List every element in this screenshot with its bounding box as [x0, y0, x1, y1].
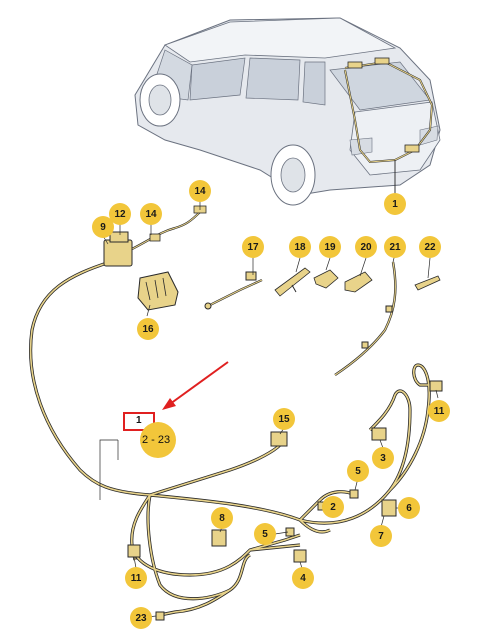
callout-12: 12: [109, 203, 131, 225]
callout-16: 16: [137, 318, 159, 340]
callout-9: 9: [92, 216, 114, 238]
callout-23: 23: [130, 607, 152, 629]
callout-7: 7: [370, 525, 392, 547]
callout-5-right: 5: [347, 460, 369, 482]
callout-17: 17: [242, 236, 264, 258]
callout-3: 3: [372, 447, 394, 469]
callout-14-top: 14: [189, 180, 211, 202]
callout-11-right: 11: [428, 400, 450, 422]
highlight-annotation: [123, 361, 229, 431]
callout-11-left: 11: [125, 567, 147, 589]
callout-1-vehicle: 1: [384, 193, 406, 215]
callout-6: 6: [398, 497, 420, 519]
callout-range-label: 2 - 23: [142, 434, 171, 446]
callout-2: 2: [322, 496, 344, 518]
callout-20: 20: [355, 236, 377, 258]
callout-4: 4: [292, 567, 314, 589]
callout-5-left: 5: [254, 523, 276, 545]
vehicle-illustration: [134, 17, 441, 206]
callout-1-main-harness: [140, 422, 176, 458]
callout-14-lower: 14: [140, 203, 162, 225]
callout-18: 18: [289, 236, 311, 258]
callout-19: 19: [319, 236, 341, 258]
callout-8: 8: [211, 507, 233, 529]
separate-parts: [204, 261, 441, 376]
callout-1-label: 1: [136, 415, 142, 426]
main-harness: [29, 211, 432, 617]
callout-15: 15: [273, 408, 295, 430]
callout-22: 22: [419, 236, 441, 258]
callout-21: 21: [384, 236, 406, 258]
